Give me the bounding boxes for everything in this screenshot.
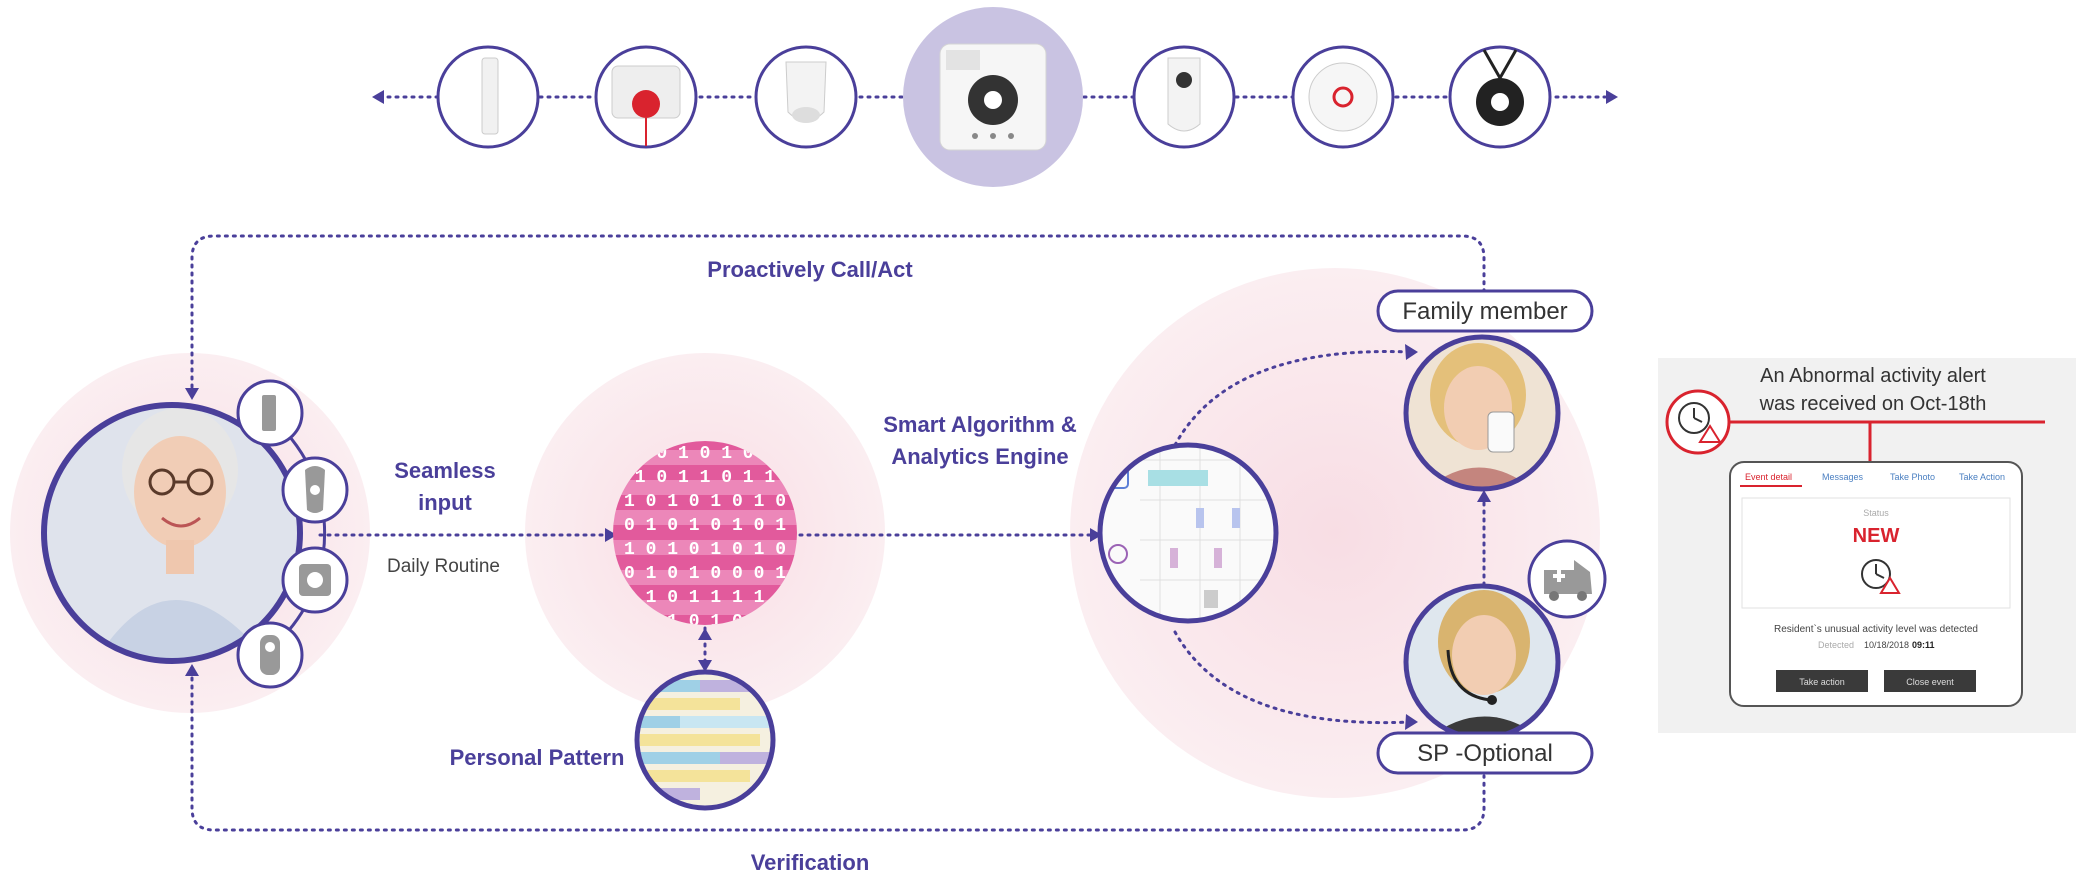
personal-pattern-circle xyxy=(634,669,776,811)
service-provider-photo xyxy=(1403,583,1561,741)
detected-label: Detected xyxy=(1818,640,1854,650)
device-panic-button xyxy=(594,45,698,149)
pir-sensor-icon xyxy=(260,635,280,675)
detected-date: 10/18/2018 xyxy=(1864,640,1909,650)
status-label: Status xyxy=(1863,508,1889,518)
tab-messages[interactable]: Messages xyxy=(1822,472,1864,482)
family-member-photo xyxy=(1403,334,1561,492)
device-camera xyxy=(1132,45,1236,149)
family-member-label: Family member xyxy=(1402,298,1567,325)
smart-algorithm-line1: Smart Algorithm & xyxy=(883,412,1077,437)
tab-event-detail[interactable]: Event detail xyxy=(1745,472,1792,482)
ambulance-badge xyxy=(1527,539,1607,619)
left-arrow-icon xyxy=(372,90,384,104)
clock-alert-icon xyxy=(1861,559,1901,594)
dashboard-circle xyxy=(1097,442,1279,624)
alert-title-line1: An Abnormal activity alert xyxy=(1760,365,1986,387)
proactively-label: Proactively Call/Act xyxy=(707,257,913,282)
binary-data-circle: 0 1 0 1 0 1 0 1 1 0 1 1 1 0 1 0 1 0 1 0 0 1… xyxy=(613,441,797,625)
device-motion-sensor xyxy=(754,45,858,149)
door-sensor-icon xyxy=(262,395,276,431)
device-pendant xyxy=(1448,45,1552,149)
device-door-sensor xyxy=(436,45,540,149)
binary-row: 1 0 1 0 1 0 1 0 xyxy=(624,492,786,512)
detected-time: 09:11 xyxy=(1912,640,1935,650)
status-value: NEW xyxy=(1853,525,1900,547)
binary-row: 1 0 1 1 0 1 1 xyxy=(635,468,776,488)
sp-optional-label: SP -Optional xyxy=(1417,740,1553,767)
ambulance-icon xyxy=(1544,560,1592,594)
take-action-button[interactable]: Take action xyxy=(1776,670,1868,692)
right-arrow-icon xyxy=(1606,90,1618,104)
take-action-label: Take action xyxy=(1799,677,1845,687)
sp-optional-pill: SP -Optional xyxy=(1376,731,1594,775)
arrowheads xyxy=(185,344,1491,730)
input-sensors xyxy=(236,379,349,689)
device-smoke-detector xyxy=(1291,45,1395,149)
alert-panel: An Abnormal activity alert was received … xyxy=(1658,358,2076,733)
verification-label: Verification xyxy=(751,850,870,875)
binary-row: 0 1 0 1 0 0 0 1 xyxy=(624,564,786,584)
binary-row: 1 0 1 0 1 0 1 0 xyxy=(624,540,786,560)
alert-title-line2: was received on Oct-18th xyxy=(1759,393,1987,415)
close-event-label: Close event xyxy=(1906,677,1954,687)
clock-alert-icon xyxy=(1665,389,1731,455)
personal-pattern-label: Personal Pattern xyxy=(450,745,625,770)
seamless-label-line1: Seamless xyxy=(394,458,496,483)
smart-algorithm-line2: Analytics Engine xyxy=(891,444,1068,469)
device-chain xyxy=(372,90,1618,104)
tab-take-photo[interactable]: Take Photo xyxy=(1890,472,1935,482)
close-event-button[interactable]: Close event xyxy=(1884,670,1976,692)
seamless-label-line2: input xyxy=(418,490,472,515)
family-member-pill: Family member xyxy=(1376,289,1594,333)
daily-routine-label: Daily Routine xyxy=(387,556,500,577)
door-sensor-icon xyxy=(481,57,499,135)
binary-row: 1 1 0 1 1 1 1 0 xyxy=(624,588,786,608)
smoke-detector-icon xyxy=(1308,62,1378,132)
binary-row: 0 1 0 1 0 1 0 1 xyxy=(624,516,786,536)
camera-icon xyxy=(1167,57,1201,132)
alert-message: Resident`s unusual activity level was de… xyxy=(1774,623,1978,635)
device-hub xyxy=(903,7,1083,187)
tab-take-action[interactable]: Take Action xyxy=(1959,472,2005,482)
binary-row: 0 1 0 1 0 xyxy=(656,444,753,464)
